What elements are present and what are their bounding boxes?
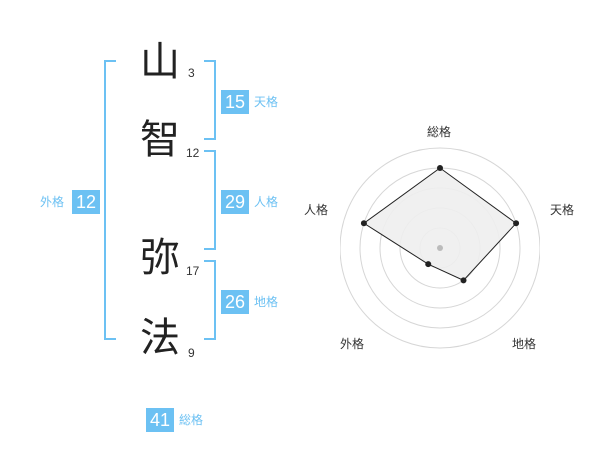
- jinkaku-bracket: [204, 150, 216, 250]
- axis-label-soukaku: 総格: [427, 125, 452, 139]
- axis-label-tenkaku: 天格: [550, 203, 575, 217]
- gaikaku-label: 外格: [40, 195, 65, 209]
- chikaku-value: 26: [221, 290, 249, 314]
- radar-chart: [340, 147, 540, 349]
- soukaku-label: 総格: [179, 413, 204, 427]
- tenkaku-bracket: [204, 60, 216, 140]
- name-char-2: 智: [140, 117, 180, 163]
- axis-label-chikaku: 地格: [512, 337, 537, 351]
- gaikaku-value: 12: [72, 190, 100, 214]
- tenkaku-label: 天格: [254, 95, 279, 109]
- name-char-4: 法: [140, 315, 180, 361]
- name-char-1: 山: [140, 39, 180, 85]
- name-char-3: 弥: [140, 235, 180, 281]
- axis-label-gaikaku: 外格: [340, 337, 365, 351]
- radar-point-3: [460, 277, 467, 284]
- stroke-count-2: 12: [186, 146, 200, 160]
- stroke-count-3: 17: [186, 264, 200, 278]
- jinkaku-value: 29: [221, 190, 249, 214]
- radar-point-2: [513, 220, 520, 227]
- chikaku-label: 地格: [254, 295, 279, 309]
- radar-point-5: [360, 220, 367, 227]
- radar-point-1: [437, 165, 443, 171]
- tenkaku-value: 15: [221, 90, 249, 114]
- stroke-count-1: 3: [188, 66, 195, 80]
- axis-label-jinkaku: 人格: [304, 203, 329, 217]
- soukaku-value: 41: [146, 408, 174, 432]
- radar-center-dot: [437, 245, 443, 251]
- chikaku-bracket: [204, 260, 216, 340]
- radar-grid-ring: [340, 147, 540, 349]
- jinkaku-label: 人格: [254, 195, 279, 209]
- radar-series-polygon: [363, 167, 517, 281]
- radar-point-4: [425, 261, 432, 268]
- gaikaku-bracket: [104, 60, 116, 340]
- stroke-count-4: 9: [188, 346, 195, 360]
